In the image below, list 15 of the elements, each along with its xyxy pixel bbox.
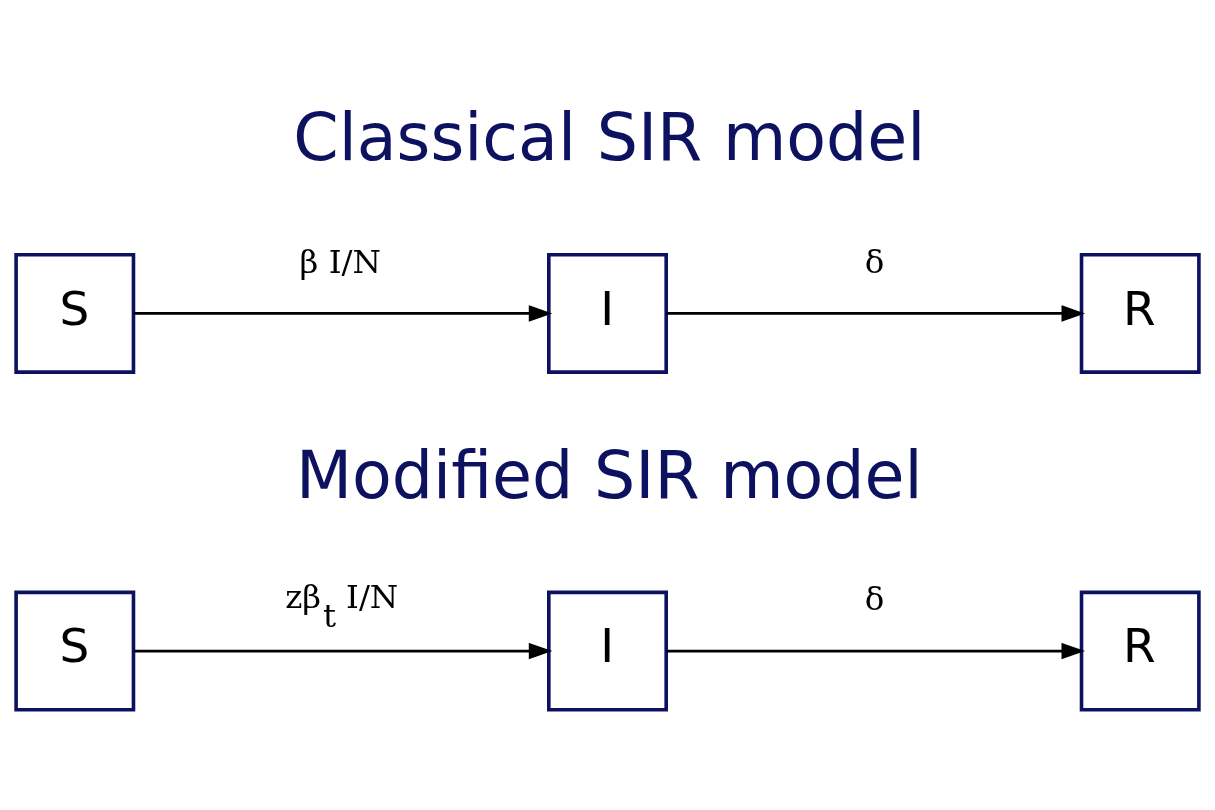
edge-label: δ [864,242,885,281]
edge-label: δ [864,579,885,618]
node-box: S [14,590,136,712]
arrow [666,304,1085,322]
edge-label: β I/N [299,242,381,281]
arrow [133,304,553,322]
arrow [133,642,553,659]
node-box: R [1079,590,1201,712]
label: Modified SIR model [296,437,923,513]
node-box: I [547,590,668,712]
node-box: I [547,252,668,374]
label: Classical SIR model [293,99,926,175]
arrow [666,642,1085,659]
node-box: S [14,252,136,374]
node-box: R [1079,252,1201,374]
